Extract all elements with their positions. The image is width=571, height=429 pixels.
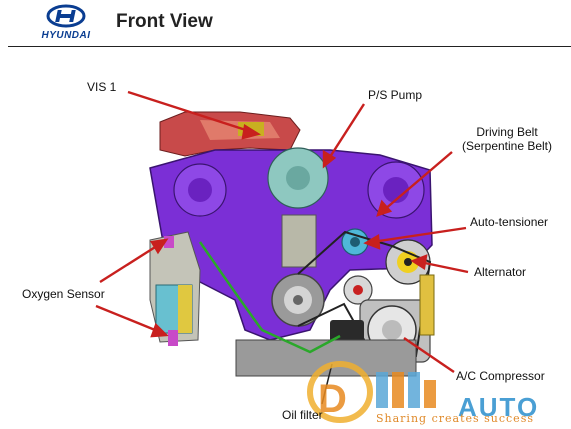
vis1-arrowhead <box>241 124 262 140</box>
auto-tensioner-arrowhead <box>363 234 381 250</box>
brand-wordmark: HYUNDAI <box>41 30 91 41</box>
auto-tensioner-arrow <box>371 226 467 244</box>
hyundai-logo: HYUNDAI <box>30 4 102 44</box>
engine-illustration <box>149 111 435 377</box>
label-vis1: VIS 1 <box>87 80 117 94</box>
label-ps-pump: P/S Pump <box>368 88 423 102</box>
oxygen-sensor-arrowhead-upper <box>150 238 169 255</box>
oxygen-sensor-arrowhead-lower <box>150 322 169 338</box>
watermark-tagline: Sharing creates success <box>376 412 534 425</box>
svg-text:D: D <box>318 377 347 421</box>
label-oil-filter: Oil filter <box>282 408 323 422</box>
slide-header: HYUNDAI Front View <box>0 0 571 46</box>
driving-belt-arrow <box>383 151 453 211</box>
label-alternator: Alternator <box>474 265 527 279</box>
hyundai-emblem-icon <box>46 4 86 28</box>
label-auto-tensioner: Auto-tensioner <box>470 215 549 229</box>
vis1-arrow <box>127 90 253 134</box>
watermark-brand: AUTO <box>458 392 540 422</box>
callout-arrows <box>95 90 469 373</box>
oil-filter-leader <box>321 363 333 405</box>
ac-compressor-arrow <box>403 337 455 373</box>
ps-pump-arrow <box>326 103 366 161</box>
label-ac-compressor: A/C Compressor <box>456 369 545 383</box>
label-oxygen-sensor: Oxygen Sensor <box>22 287 105 301</box>
alternator-arrow <box>419 260 469 274</box>
label-driving-belt-line2: (Serpentine Belt) <box>461 139 553 153</box>
oxygen-sensor-arrow-upper <box>99 242 161 284</box>
header-divider <box>8 46 571 47</box>
page-title: Front View <box>116 11 213 32</box>
label-driving-belt-line1: Driving Belt <box>476 125 538 139</box>
ps-pump-arrowhead <box>322 149 337 169</box>
driving-belt-arrowhead <box>376 199 393 217</box>
alternator-arrowhead <box>410 254 428 270</box>
watermark-logo: D <box>307 361 436 423</box>
label-driving-belt: Driving Belt (Serpentine Belt) <box>452 125 562 153</box>
oxygen-sensor-arrow-lower <box>95 304 161 334</box>
